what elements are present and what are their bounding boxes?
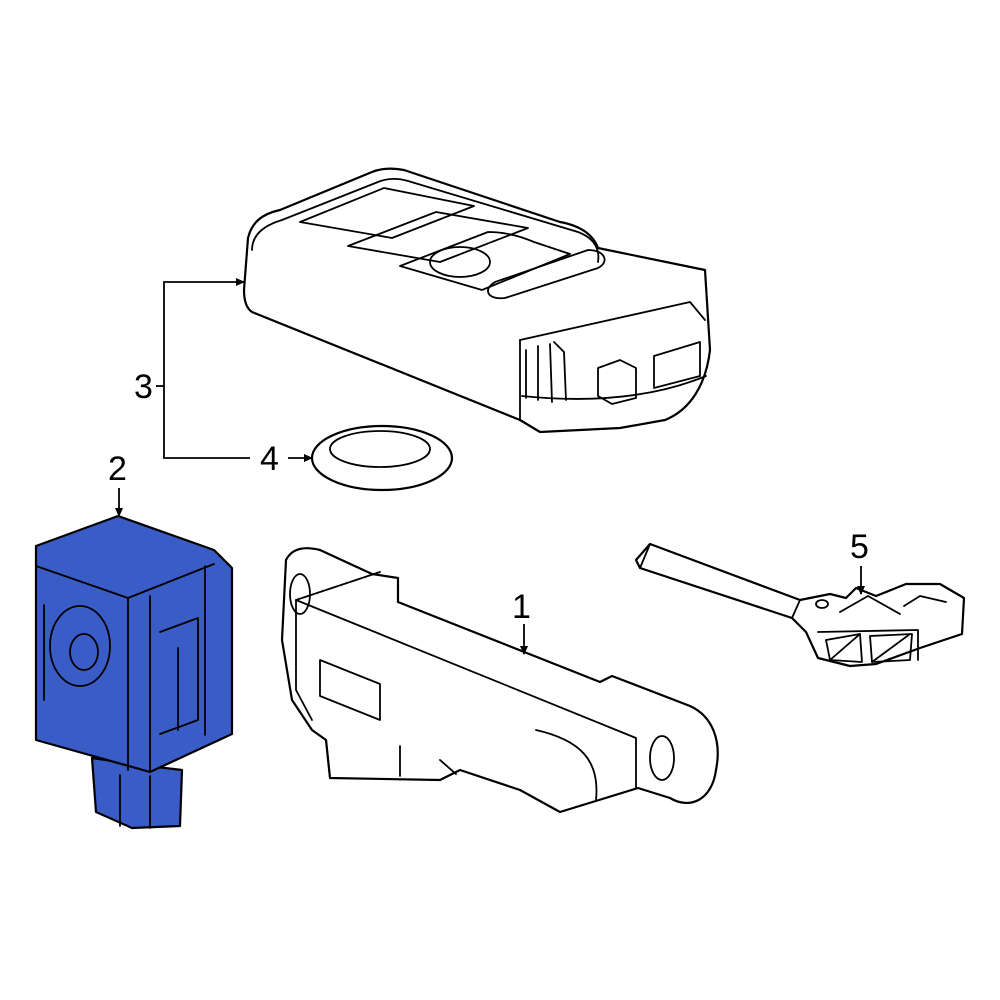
callout-2: 2 <box>108 450 127 488</box>
antenna-module-part[interactable] <box>280 547 719 814</box>
sensor-body[interactable] <box>34 514 234 774</box>
sensor-part-highlighted[interactable] <box>34 514 234 830</box>
battery-part[interactable] <box>310 424 454 492</box>
leader-3-lower <box>163 386 250 459</box>
callout-5: 5 <box>850 528 869 566</box>
callout-1: 1 <box>512 588 531 626</box>
callout-3: 3 <box>134 368 153 406</box>
leader-lines <box>115 278 865 655</box>
callout-4: 4 <box>260 440 279 478</box>
key-blade-part[interactable] <box>634 542 966 668</box>
leader-3 <box>163 278 245 386</box>
key-fob-part[interactable] <box>242 167 712 434</box>
